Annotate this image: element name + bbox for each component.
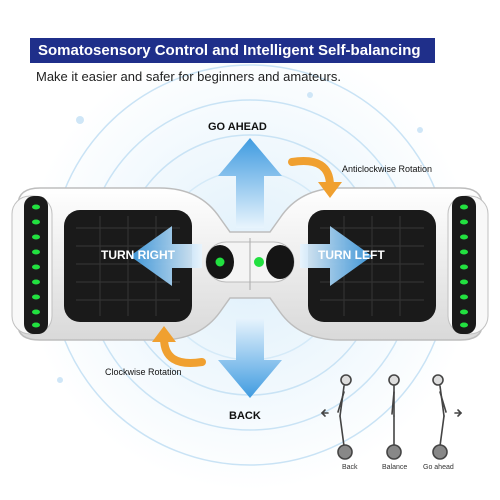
- posture-label-balance: Balance: [382, 464, 408, 471]
- clockwise-rotation-icon: [152, 326, 206, 367]
- turn-right-arrow: [130, 226, 202, 286]
- banner-subtitle: Make it easier and safer for beginners a…: [36, 69, 341, 84]
- left-led-strip: [32, 204, 40, 328]
- turn-left-arrow: [300, 226, 372, 286]
- posture-label-go-ahead: Go ahead: [423, 464, 454, 471]
- posture-label-back: Back: [342, 464, 358, 471]
- go-ahead-label: GO AHEAD: [208, 121, 267, 133]
- backward-arrow: [218, 318, 282, 398]
- banner-title: Somatosensory Control and Intelligent Se…: [38, 42, 421, 59]
- center-indicator: [205, 238, 295, 290]
- turn-right-label: TURN RIGHT: [101, 248, 175, 262]
- forward-arrow: [218, 138, 282, 228]
- back-label: BACK: [229, 410, 261, 422]
- turn-left-label: TURN LEFT: [318, 248, 385, 262]
- posture-diagram: [320, 374, 463, 460]
- clockwise-label: Clockwise Rotation: [105, 367, 182, 377]
- banner-background: [30, 38, 435, 63]
- anticlockwise-rotation-icon: [288, 157, 342, 198]
- right-led-strip: [460, 204, 468, 328]
- anticlockwise-label: Anticlockwise Rotation: [342, 164, 433, 174]
